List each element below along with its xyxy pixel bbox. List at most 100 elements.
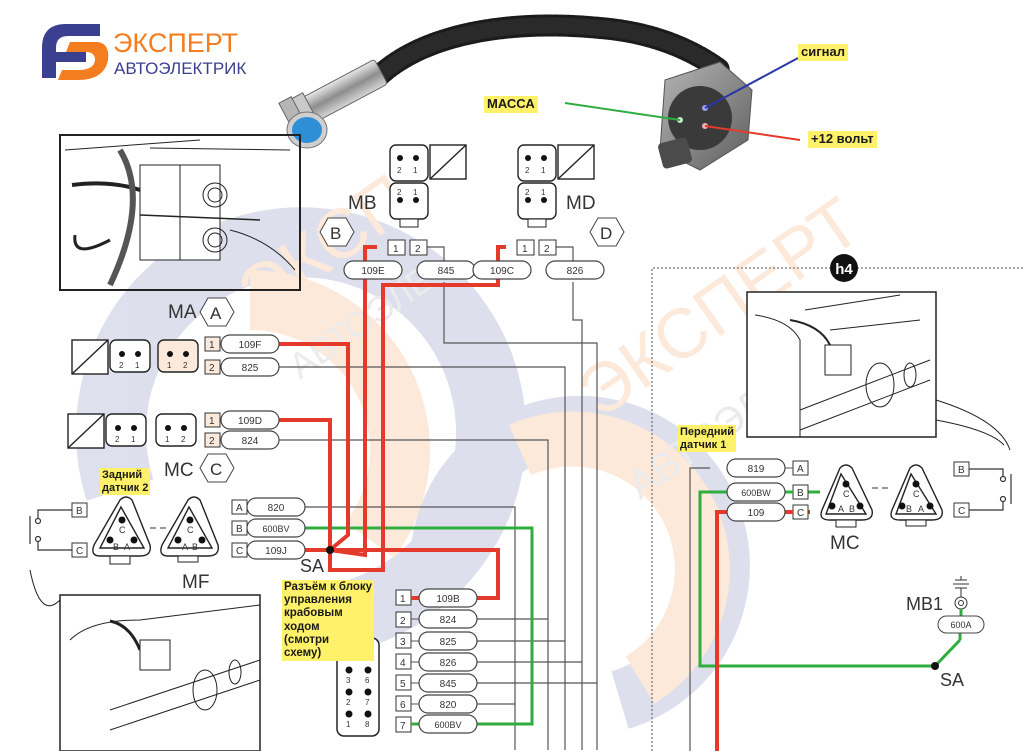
sensor-symbol-icon	[71, 339, 109, 375]
svg-text:1: 1	[346, 720, 351, 729]
wire-label-825: 825	[220, 357, 280, 377]
logo-subtitle: АВТОЭЛЕКТРИК	[114, 59, 246, 78]
label-front-sensor: Передний датчик 1	[678, 425, 737, 453]
splice-sa-right: SA	[931, 662, 964, 690]
svg-text:1: 1	[165, 435, 170, 444]
svg-text:A: A	[797, 464, 804, 475]
wire-label-me-600bv: 600BV	[418, 714, 478, 734]
connector-md[interactable]: 2 1 2 1 MD D	[517, 144, 625, 247]
svg-text:2: 2	[397, 166, 402, 175]
svg-text:820: 820	[268, 503, 285, 514]
svg-text:C: C	[119, 525, 126, 535]
svg-text:C: C	[236, 546, 243, 557]
svg-text:B: B	[797, 488, 804, 499]
connector-mc-left-label: MC	[164, 460, 194, 481]
ground-icon	[953, 576, 969, 610]
svg-text:B: B	[849, 504, 855, 514]
svg-text:4: 4	[400, 658, 406, 669]
connector-mc-right-label: MC	[830, 533, 860, 554]
svg-text:109F: 109F	[239, 340, 262, 351]
svg-text:1: 1	[393, 244, 399, 255]
label-ecu-connector-note: Разъём к блоку управления крабовым ходом…	[282, 580, 375, 662]
wire-label-109: 109	[726, 502, 786, 522]
svg-text:2: 2	[400, 616, 406, 627]
svg-text:A: A	[918, 504, 924, 514]
wire-label-me-820: 820	[418, 694, 478, 714]
svg-text:C: C	[913, 489, 920, 499]
svg-text:109J: 109J	[265, 546, 287, 557]
svg-text:A: A	[124, 542, 130, 552]
switch-symbol-icon	[29, 509, 72, 551]
svg-text:826: 826	[440, 658, 457, 669]
svg-text:B: B	[192, 542, 198, 552]
wire-label-me-825: 825	[418, 631, 478, 651]
svg-text:1: 1	[413, 188, 418, 197]
wire-label-824: 824	[220, 430, 280, 450]
mb1-label: MB1	[906, 594, 943, 614]
svg-text:820: 820	[440, 700, 457, 711]
sensor-symbol-icon	[429, 144, 467, 180]
wire-label-me-826: 826	[418, 652, 478, 672]
svg-text:8: 8	[365, 720, 370, 729]
svg-text:A: A	[838, 504, 844, 514]
callout-ground: МАССА	[484, 96, 538, 113]
connector-mf[interactable]: B C C B A C A B MF A B C	[29, 496, 248, 593]
svg-text:2: 2	[115, 435, 120, 444]
callout-signal: сигнал	[798, 44, 848, 61]
ground-wire	[564, 102, 681, 121]
wire-label-826: 826	[545, 260, 605, 280]
switch-symbol-icon	[969, 468, 1012, 511]
svg-text:2: 2	[397, 188, 402, 197]
svg-text:2: 2	[183, 361, 188, 370]
connector-mc-right[interactable]: A B C C A B C B A MC B C	[783, 460, 1012, 554]
svg-text:2: 2	[525, 166, 530, 175]
hex-badge-d: D	[589, 217, 625, 247]
sensor-symbol-icon	[557, 144, 595, 180]
svg-text:B: B	[906, 504, 912, 514]
svg-text:1: 1	[541, 188, 546, 197]
svg-text:C: C	[187, 525, 194, 535]
svg-text:B: B	[330, 224, 341, 243]
svg-text:109B: 109B	[436, 594, 460, 605]
inset-relay-drawing	[59, 134, 301, 291]
wire-label-820: 820	[246, 497, 306, 517]
wire-label-600a: 600A	[950, 620, 971, 630]
svg-text:1: 1	[209, 416, 215, 427]
power-wire	[704, 125, 801, 141]
svg-text:2: 2	[544, 244, 550, 255]
svg-text:825: 825	[440, 637, 457, 648]
connector-plug	[658, 61, 753, 171]
hex-badge-a: A	[199, 297, 235, 327]
logo-brand: ЭКСПЕРТ	[113, 28, 238, 58]
svg-text:2: 2	[346, 698, 351, 707]
svg-text:D: D	[600, 224, 612, 243]
svg-text:C: C	[797, 508, 804, 519]
inset-rear-sensor-drawing	[29, 569, 261, 752]
svg-text:824: 824	[242, 436, 259, 447]
svg-text:819: 819	[748, 464, 765, 475]
svg-text:2: 2	[525, 188, 530, 197]
sensor-symbol-icon	[67, 413, 105, 449]
logo: ЭКСПЕРТ АВТОЭЛЕКТРИК	[42, 24, 246, 80]
ground-point-mb1: MB1 600A	[906, 576, 985, 634]
label-rear-sensor: Задний датчик 2	[100, 468, 151, 496]
splice-sa-left: SA	[300, 546, 334, 576]
inset-front-sensor-drawing	[746, 291, 1011, 451]
svg-text:1: 1	[413, 166, 418, 175]
callout-power: +12 вольт	[808, 131, 877, 148]
wire-label-109d: 109D	[220, 410, 280, 430]
md-pins: 1 2	[516, 239, 557, 256]
connector-ma-label: MA	[168, 302, 197, 323]
svg-text:109C: 109C	[490, 266, 514, 277]
connector-mc-left[interactable]: 2 1 1 2 1 2 MC C	[67, 412, 235, 483]
svg-text:7: 7	[365, 698, 370, 707]
svg-text:C: C	[958, 506, 965, 517]
connector-me[interactable]: ME 45 36 27 18 1 2 3 4 5 6 7	[336, 589, 426, 737]
svg-text:2: 2	[119, 361, 124, 370]
connector-mb[interactable]: 2 1 2 1 MB B	[319, 144, 467, 247]
connector-md-label: MD	[566, 193, 596, 214]
connector-ma[interactable]: MA A 2 1 1 2 1 2	[71, 297, 235, 375]
logo-mark-icon	[42, 24, 109, 80]
svg-text:2: 2	[209, 436, 215, 447]
